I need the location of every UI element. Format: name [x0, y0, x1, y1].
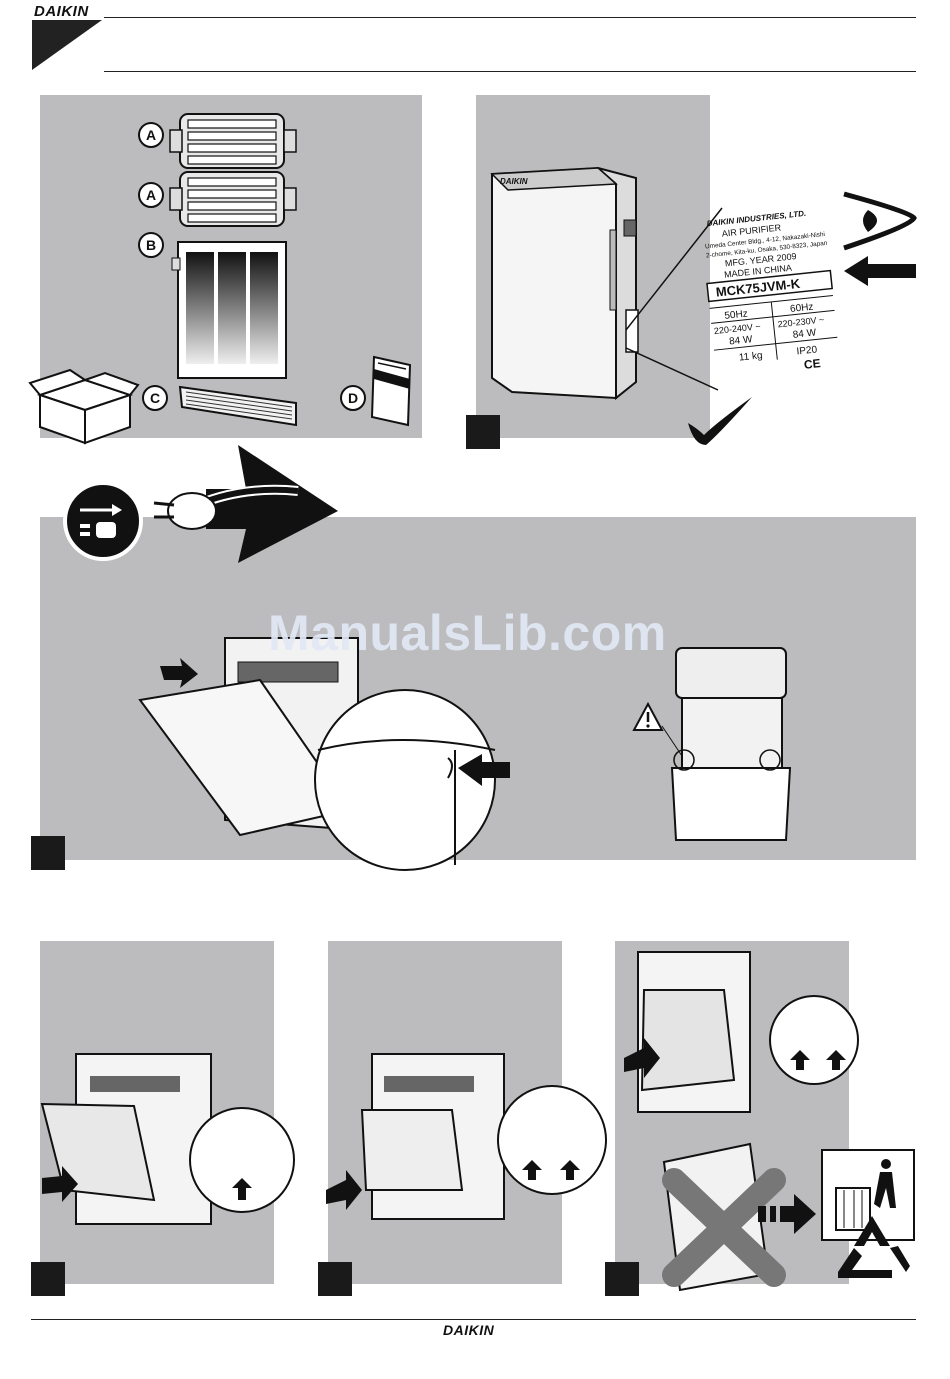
remove-dust-filter-drawing	[604, 950, 864, 1120]
step-marker-3	[31, 1262, 65, 1296]
label-power1: 84 W	[729, 334, 754, 347]
front-panel-removal	[110, 630, 530, 845]
step-marker-5	[605, 1262, 639, 1296]
dispose-arrow-icon	[758, 1192, 818, 1236]
checkmark-icon	[686, 395, 756, 450]
opened-unit	[630, 640, 810, 850]
label-ip: IP20	[796, 344, 818, 357]
label-volt2: 220-230V ~	[777, 315, 825, 330]
unlock-filter-drawing	[322, 1050, 612, 1220]
unplug-icon	[62, 480, 144, 562]
rating-label: DAIKIN INDUSTRIES, LTD. AIR PURIFIER Ume…	[700, 200, 845, 375]
label-weight: 11 kg	[738, 350, 763, 363]
eye-icon	[840, 192, 918, 252]
label-ce: CE	[803, 356, 821, 372]
step-marker-4	[318, 1262, 352, 1296]
footer-rule	[31, 1319, 916, 1320]
pointer-arrow-icon	[844, 256, 918, 286]
footer-logo: DAIKIN	[443, 1322, 494, 1338]
remove-pre-filter-drawing	[34, 1050, 274, 1230]
recycle-icon	[832, 1214, 912, 1280]
watermark: ManualsLib.com	[268, 604, 667, 662]
step-marker-2	[31, 836, 65, 870]
label-power2: 84 W	[792, 327, 817, 340]
label-volt1: 220-240V ~	[713, 321, 761, 336]
plug-icon	[148, 445, 338, 565]
